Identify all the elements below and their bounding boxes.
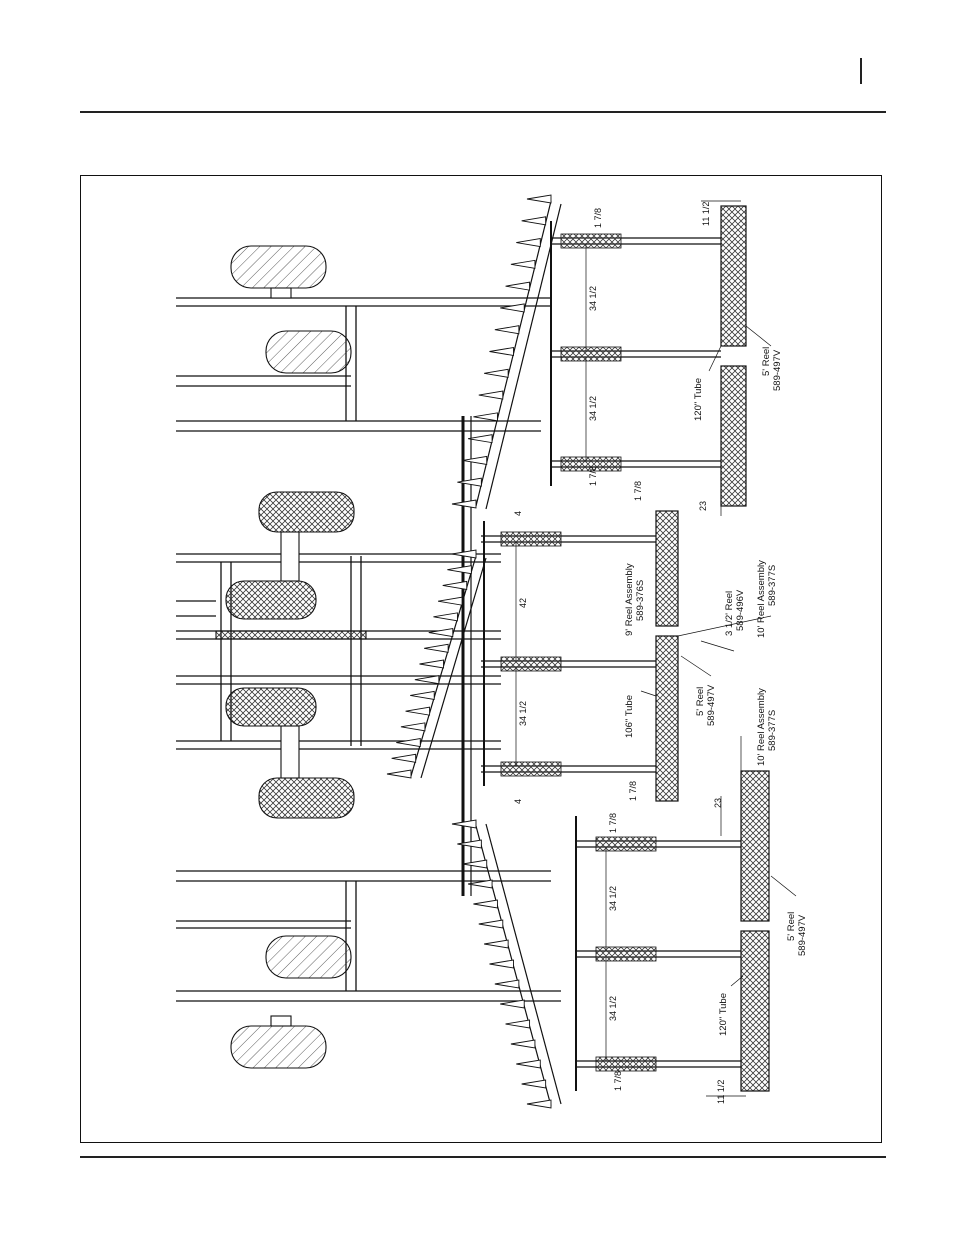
label-center-35-reel: 3 1/2' Reel bbox=[724, 591, 735, 636]
dim-left-offset: 11 1/2 bbox=[716, 1080, 726, 1104]
disc-blade bbox=[468, 435, 492, 443]
implement-top-view-diagram: 1 7/8 34 1/2 34 1/2 1 7/8 11 1/2 23 1 7/… bbox=[81, 176, 882, 1143]
dim-center-spacing-1: 42 bbox=[518, 598, 528, 608]
disc-blade bbox=[463, 456, 487, 464]
disc-blade bbox=[424, 644, 448, 652]
label-center-10-reel: 10' Reel Assembly bbox=[756, 560, 767, 638]
disc-blade bbox=[447, 566, 471, 574]
dim-left-spacing-2: 34 1/2 bbox=[608, 996, 618, 1021]
disc-blade bbox=[522, 217, 546, 225]
reels bbox=[656, 206, 769, 1091]
disc-blade bbox=[473, 413, 497, 421]
disc-blade bbox=[522, 1080, 546, 1088]
disc-blade bbox=[463, 860, 487, 868]
disc-blade bbox=[438, 597, 462, 605]
disc-blade bbox=[484, 940, 508, 948]
disc-blade bbox=[484, 369, 508, 377]
disc-blade bbox=[457, 840, 481, 848]
disc-blade bbox=[495, 980, 519, 988]
label-right-tube: 120" Tube bbox=[693, 378, 704, 421]
label-left-tube: 120" Tube bbox=[718, 993, 729, 1036]
label-center-5-reel: 5' Reel bbox=[695, 687, 706, 716]
dim-left-bottom: 1 7/8 bbox=[613, 1071, 623, 1091]
disc-blade bbox=[506, 282, 530, 290]
label-center-tube: 106" Tube bbox=[624, 695, 635, 738]
label-right-reel-part: 589-497V bbox=[772, 349, 783, 391]
label-left-10-reel: 10' Reel Assembly bbox=[756, 688, 767, 766]
disc-blade bbox=[387, 770, 411, 778]
dim-right-offset: 11 1/2 bbox=[701, 202, 711, 226]
disc-blade bbox=[410, 691, 434, 699]
label-center-9-reel: 9' Reel Assembly bbox=[624, 563, 635, 636]
disc-blade bbox=[401, 723, 425, 731]
label-center-5-reel-part: 589-497V bbox=[706, 684, 717, 726]
disc-gangs bbox=[411, 201, 561, 1106]
dim-center-bottom: 1 7/8 bbox=[628, 781, 638, 801]
label-center-9-reel-part: 589-376S bbox=[635, 580, 646, 621]
disc-blade bbox=[433, 613, 457, 621]
disc-blade bbox=[516, 1060, 540, 1068]
label-left-10-reel-part: 589-377S bbox=[767, 710, 778, 751]
dim-center-4-top: 4 bbox=[513, 511, 523, 516]
disc-blade bbox=[429, 629, 453, 637]
disc-blade bbox=[396, 739, 420, 747]
disc-blade bbox=[479, 920, 503, 928]
label-left-reel-part: 589-497V bbox=[797, 914, 808, 956]
disc-blade bbox=[500, 304, 524, 312]
disc-blade bbox=[511, 1040, 535, 1048]
disc-blade bbox=[443, 581, 467, 589]
part-labels: 120" Tube 5' Reel 589-497V 9' Reel Assem… bbox=[624, 347, 808, 1036]
dim-center-4-bottom: 4 bbox=[513, 799, 523, 804]
label-left-reel: 5' Reel bbox=[786, 912, 797, 941]
disc-blade bbox=[420, 660, 444, 668]
disc-blade bbox=[406, 707, 430, 715]
dim-right-top: 1 7/8 bbox=[593, 208, 603, 228]
transport-wheels bbox=[216, 246, 366, 1068]
label-right-reel: 5' Reel bbox=[761, 347, 772, 376]
disc-blade bbox=[527, 195, 551, 203]
label-center-35-reel-part: 589-496V bbox=[735, 589, 746, 631]
disc-blade bbox=[490, 960, 514, 968]
header-tick bbox=[860, 58, 862, 84]
arm-chains bbox=[501, 234, 656, 1071]
disc-blades bbox=[387, 195, 551, 1108]
disc-blade bbox=[495, 326, 519, 334]
dim-right-spacing-1: 34 1/2 bbox=[588, 286, 598, 311]
disc-blade bbox=[457, 478, 481, 486]
diagram-frame: 1 7/8 34 1/2 34 1/2 1 7/8 11 1/2 23 1 7/… bbox=[80, 175, 882, 1143]
dim-right-bottom: 1 7/8 bbox=[588, 466, 598, 486]
dim-left-spacing-1: 34 1/2 bbox=[608, 886, 618, 911]
disc-blade bbox=[506, 1020, 530, 1028]
disc-blade bbox=[527, 1100, 551, 1108]
disc-blade bbox=[415, 676, 439, 684]
disc-blade bbox=[511, 260, 535, 268]
disc-blade bbox=[479, 391, 503, 399]
dim-left-drop: 23 bbox=[713, 798, 723, 808]
dim-right-drop: 23 bbox=[698, 501, 708, 511]
disc-blade bbox=[490, 348, 514, 356]
footer-rule bbox=[80, 1156, 886, 1158]
dim-center-spacing-2: 34 1/2 bbox=[518, 701, 528, 726]
dimension-labels: 1 7/8 34 1/2 34 1/2 1 7/8 11 1/2 23 1 7/… bbox=[513, 202, 726, 1104]
disc-blade bbox=[473, 900, 497, 908]
header-rule bbox=[80, 111, 886, 113]
dim-center-top: 1 7/8 bbox=[633, 481, 643, 501]
label-center-10-reel-part: 589-377S bbox=[767, 565, 778, 606]
frame-bars bbox=[176, 298, 561, 1001]
disc-blade bbox=[516, 239, 540, 247]
dim-right-spacing-2: 34 1/2 bbox=[588, 396, 598, 421]
dim-left-top: 1 7/8 bbox=[608, 813, 618, 833]
disc-blade bbox=[392, 754, 416, 762]
